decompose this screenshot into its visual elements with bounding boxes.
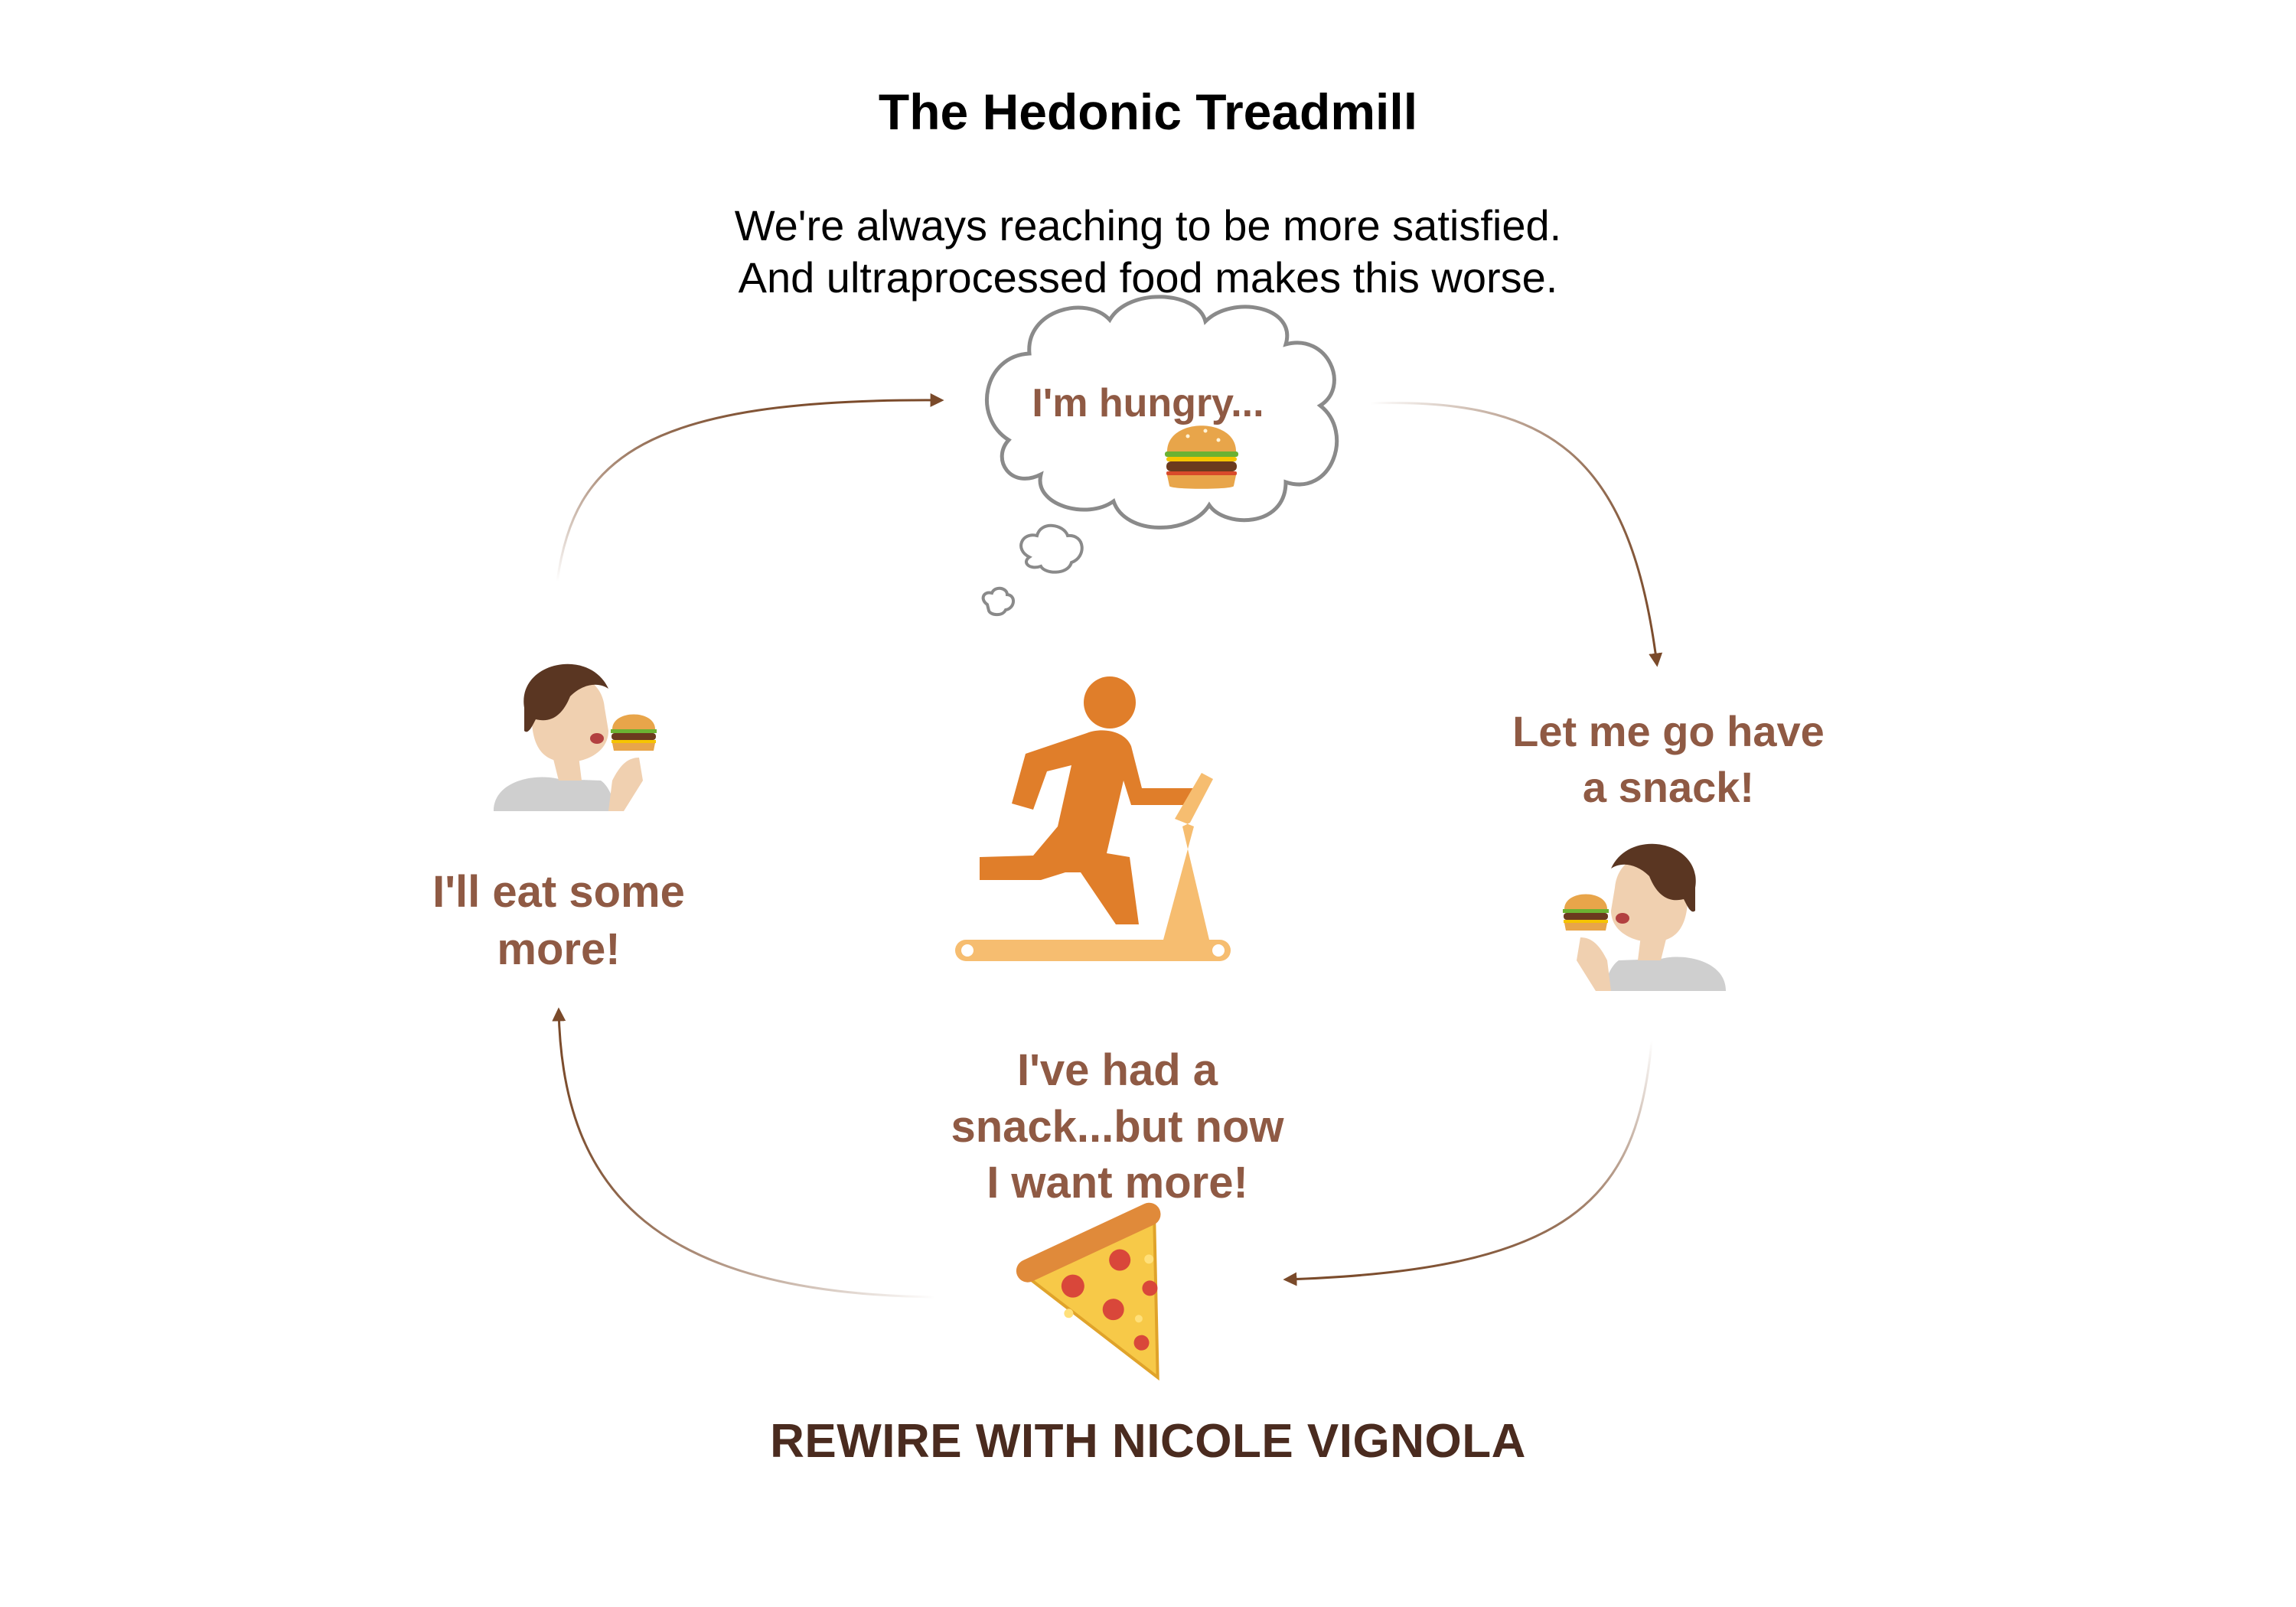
arrow-bottom-to-left — [559, 1010, 935, 1297]
arrow-left-to-top — [557, 400, 941, 582]
arrow-top-to-right — [1370, 403, 1657, 664]
person-eating-icon — [1563, 844, 1726, 991]
person-eating-icon — [494, 664, 657, 811]
bottom-label-line-2: snack...but now — [895, 1099, 1339, 1156]
right-label-line-2: a snack! — [1469, 760, 1867, 816]
subtitle-line-2: And ultraprocessed food makes this worse… — [0, 253, 2296, 302]
left-label-line-1: I'll eat some — [375, 863, 742, 921]
left-label-line-2: more! — [375, 921, 742, 978]
subtitle-line-1: We're always reaching to be more satisfi… — [0, 200, 2296, 250]
bottom-cycle-label: I've had a snack...but now I want more! — [895, 1042, 1339, 1211]
right-cycle-label: Let me go have a snack! — [1469, 704, 1867, 816]
page-title: The Hedonic Treadmill — [0, 83, 2296, 141]
burger-icon — [1165, 425, 1238, 489]
arrow-right-to-bottom — [1286, 1041, 1652, 1279]
footer-brand: REWIRE WITH NICOLE VIGNOLA — [0, 1414, 2296, 1468]
bottom-label-line-3: I want more! — [895, 1155, 1339, 1211]
thought-label: I'm hungry... — [995, 378, 1301, 430]
runner-icon — [980, 676, 1194, 924]
thought-cloud-icon — [983, 297, 1337, 614]
pizza-slice-icon — [1013, 1199, 1224, 1413]
bottom-label-line-1: I've had a — [895, 1042, 1339, 1099]
left-cycle-label: I'll eat some more! — [375, 863, 742, 979]
right-label-line-1: Let me go have — [1469, 704, 1867, 760]
